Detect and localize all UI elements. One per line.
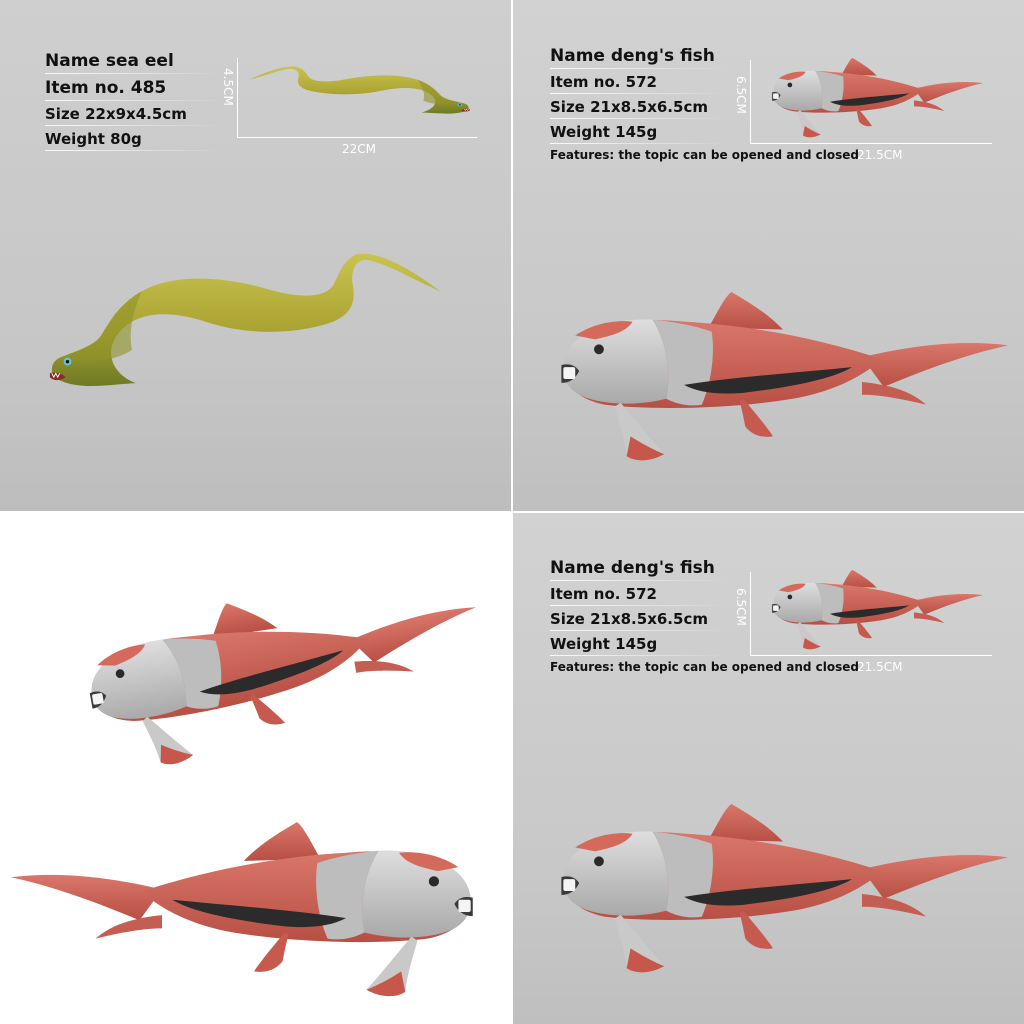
spec-size: Size 21x8.5x6.5cm bbox=[550, 98, 859, 119]
dengs-fish-photo-side-flipped bbox=[6, 818, 502, 1002]
spec-size: Size 22x9x4.5cm bbox=[45, 105, 225, 126]
spec-weight: Weight 145g bbox=[550, 123, 859, 144]
length-dimension-line bbox=[237, 137, 477, 138]
dengs-fish-photo-angle bbox=[66, 546, 486, 796]
dengs-fish-photo bbox=[534, 288, 1012, 466]
spec-name: Name sea eel bbox=[45, 51, 225, 74]
spec-weight: Weight 145g bbox=[550, 635, 859, 656]
spec-features: Features: the topic can be opened and cl… bbox=[550, 148, 859, 162]
sea-eel-thumbnail-image bbox=[240, 66, 472, 132]
sea-eel-photo bbox=[46, 250, 456, 440]
spec-card-sea-eel: Name sea eel Item no. 485 Size 22x9x4.5c… bbox=[45, 51, 225, 155]
spec-item-number: Item no. 572 bbox=[550, 585, 859, 606]
height-dimension-label: 4.5CM bbox=[221, 68, 235, 106]
height-dimension-line bbox=[237, 58, 238, 138]
height-dimension-label: 6.5CM bbox=[734, 588, 748, 626]
spec-size: Size 21x8.5x6.5cm bbox=[550, 610, 859, 631]
spec-weight: Weight 80g bbox=[45, 130, 225, 151]
dengs-fish-photo bbox=[534, 800, 1012, 978]
panel-divider-horizontal bbox=[0, 511, 1024, 513]
height-dimension-line bbox=[750, 572, 751, 656]
length-dimension-label: 22CM bbox=[342, 142, 377, 156]
spec-name: Name deng's fish bbox=[550, 558, 859, 581]
height-dimension-label: 6.5CM bbox=[734, 76, 748, 114]
length-dimension-label: 21.5CM bbox=[857, 660, 903, 674]
panel-dengs-fish-views bbox=[0, 512, 512, 1024]
length-dimension-label: 21.5CM bbox=[857, 148, 903, 162]
panel-dengs-fish-bottom: Name deng's fish Item no. 572 Size 21x8.… bbox=[512, 512, 1024, 1024]
height-dimension-line bbox=[750, 60, 751, 144]
dengs-fish-thumbnail-image bbox=[756, 56, 988, 140]
dengs-fish-thumbnail-image bbox=[756, 568, 988, 652]
spec-card-dengs-fish-bottom: Name deng's fish Item no. 572 Size 21x8.… bbox=[550, 558, 859, 674]
spec-features: Features: the topic can be opened and cl… bbox=[550, 660, 859, 674]
spec-name: Name deng's fish bbox=[550, 46, 859, 69]
panel-sea-eel: Name sea eel Item no. 485 Size 22x9x4.5c… bbox=[0, 0, 512, 512]
spec-item-number: Item no. 572 bbox=[550, 73, 859, 94]
length-dimension-line bbox=[750, 143, 992, 144]
spec-item-number: Item no. 485 bbox=[45, 78, 225, 101]
panel-dengs-fish-top: Name deng's fish Item no. 572 Size 21x8.… bbox=[512, 0, 1024, 512]
spec-card-dengs-fish-top: Name deng's fish Item no. 572 Size 21x8.… bbox=[550, 46, 859, 162]
length-dimension-line bbox=[750, 655, 992, 656]
